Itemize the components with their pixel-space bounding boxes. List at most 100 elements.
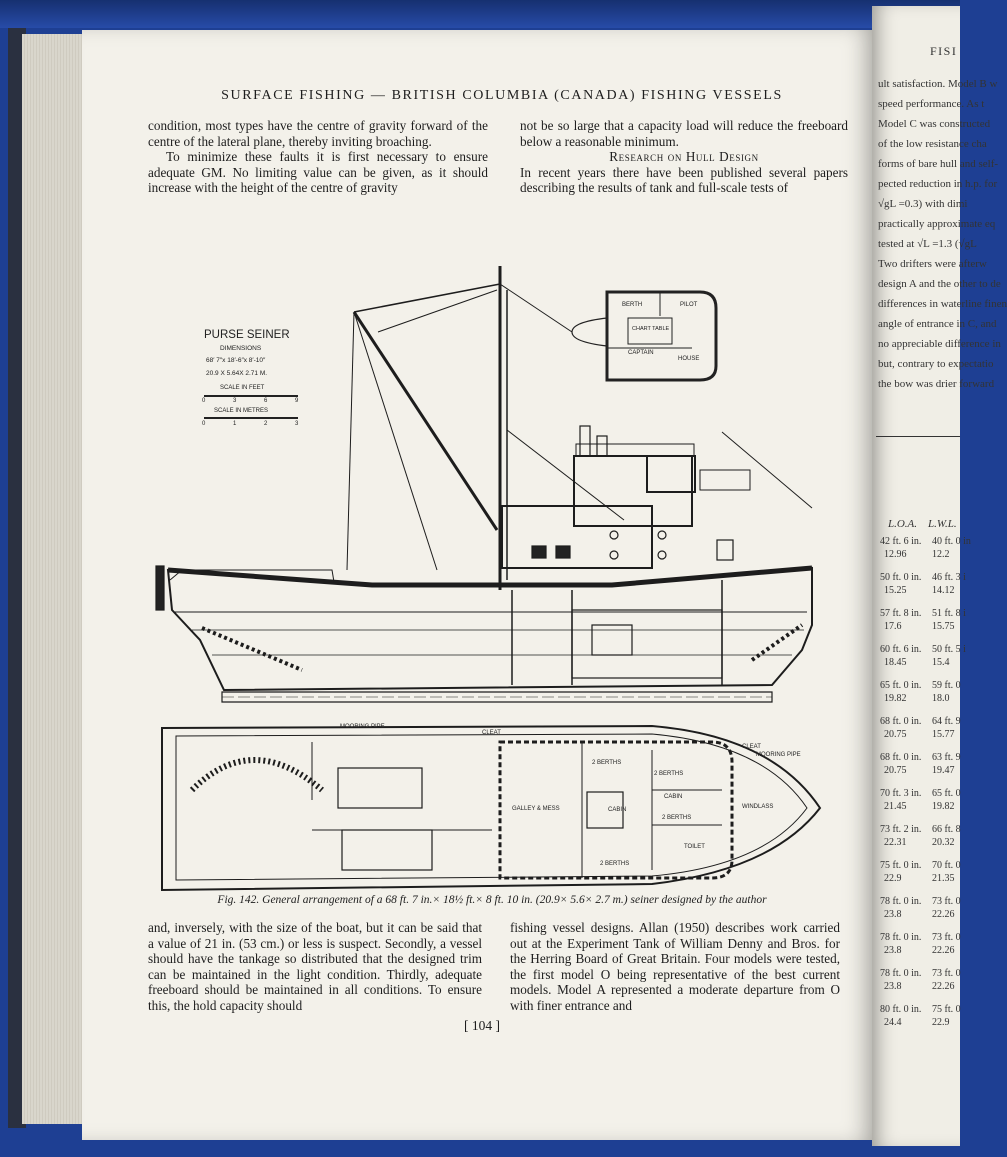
running-header: SURFACE FISHING — BRITISH COLUMBIA (CANA… [221, 88, 783, 103]
scale-tick: 6 [264, 398, 268, 404]
table-cell: 21.35 [932, 873, 955, 884]
page-number: [ 104 ] [464, 1018, 500, 1033]
table-cell: 73 ft. 2 in. [880, 824, 922, 835]
table-cell: 70 ft. 3 in. [880, 788, 922, 799]
wheelhouse-label: PILOT [680, 302, 698, 308]
plan-label: WINDLASS [742, 804, 773, 810]
scale-tick: 3 [233, 398, 237, 404]
facing-page-line: ult satisfaction. Model B w [878, 78, 998, 90]
text-column-left-bottom: and, inversely, with the size of the boa… [148, 920, 482, 1013]
plan-label: CLEAT [742, 744, 761, 750]
facing-page-line: forms of bare hull and self- [878, 158, 999, 170]
table-cell: 24.4 [884, 1017, 902, 1028]
table-cell: 12.2 [932, 549, 950, 560]
table-cell: 18.0 [932, 693, 950, 704]
table-cell: 63 ft. 9 [932, 752, 961, 763]
ship-deck-plan: MOORING PIPE CLEAT CLEAT MOORING PIPE 2 … [161, 724, 822, 892]
dimensions-label: DIMENSIONS [220, 345, 262, 352]
dimensions-feet: 68′ 7″x 18′-6″x 8′-10″ [206, 357, 266, 364]
facing-page-line: the bow was drier forward [878, 378, 995, 390]
table-cell: 46 ft. 3 i [932, 572, 966, 583]
plan-label: 2 BERTHS [662, 815, 691, 821]
table-cell: 19.82 [884, 693, 907, 704]
page-stack-edge [22, 34, 86, 1124]
table-cell: 23.8 [884, 981, 902, 992]
plan-label: CABIN [664, 794, 682, 800]
table-cell: 20.32 [932, 837, 955, 848]
wheelhouse-label: BERTH [622, 302, 642, 308]
table-cell: 73 ft. 0 [932, 932, 961, 943]
table-cell: 21.45 [884, 801, 907, 812]
table-cell: 23.8 [884, 909, 902, 920]
plan-label: TOILET [684, 844, 705, 850]
scale-metres-label: SCALE IN METRES [214, 408, 268, 414]
table-cell: 15.77 [932, 729, 955, 740]
plan-label: 2 BERTHS [600, 861, 629, 867]
plan-label: CABIN [608, 807, 626, 813]
table-cell: 68 ft. 0 in. [880, 716, 922, 727]
table-cell: 73 ft. 0 [932, 968, 961, 979]
facing-page-line: speed performance. As t [878, 98, 985, 110]
facing-page-line: practically approximate eq [878, 218, 996, 230]
paragraph: condition, most types have the centre of… [148, 118, 488, 149]
table-cell: 50 ft. 5 i [932, 644, 966, 655]
table-cell: 22.26 [932, 981, 955, 992]
scale-tick: 0 [202, 398, 206, 404]
table-cell: 78 ft. 0 in. [880, 932, 922, 943]
table-cell: 19.82 [932, 801, 955, 812]
table-cell: 66 ft. 8 [932, 824, 961, 835]
facing-page-header: FISI [930, 44, 958, 58]
book-spine [8, 28, 26, 1128]
scale-tick: 1 [233, 421, 237, 427]
table-cell: 19.47 [932, 765, 955, 776]
table-cell: 70 ft. 0 [932, 860, 961, 871]
table-cell: 42 ft. 6 in. [880, 536, 922, 547]
table-col-header: L.O.A. [888, 518, 918, 530]
paragraph: In recent years there have been publishe… [520, 164, 848, 196]
table-rule [876, 436, 960, 437]
text-column-right-top: not be so large that a capacity load wil… [520, 118, 848, 196]
book-page: SURFACE FISHING — BRITISH COLUMBIA (CANA… [82, 30, 872, 1140]
wheelhouse-plan: BERTH PILOT CHART TABLE CAPTAIN HOUSE [571, 290, 718, 382]
table-cell: 20.75 [884, 765, 907, 776]
table-cell: 20.75 [884, 729, 907, 740]
facing-page: FISI ult satisfaction. Model B w speed pe… [872, 6, 1007, 1146]
paragraph: not be so large that a capacity load wil… [520, 118, 848, 149]
plan-label: CLEAT [482, 730, 501, 736]
table-cell: 22.26 [932, 945, 955, 956]
wheelhouse-label: CAPTAIN [628, 350, 654, 356]
drawing-title: PURSE SEINER [204, 329, 290, 341]
wheelhouse-label: CHART TABLE [632, 326, 670, 332]
table-cell: 12.96 [884, 549, 907, 560]
plan-label: 2 BERTHS [654, 771, 683, 777]
facing-page-line: angle of entrance in C, and [878, 318, 997, 330]
facing-page-line: Model C was constructed [878, 118, 991, 130]
figure-caption: Fig. 142. General arrangement of a 68 ft… [217, 894, 767, 906]
plan-label: 2 BERTHS [592, 760, 621, 766]
table-cell: 75 ft. 0 [932, 1004, 961, 1015]
scale-feet-label: SCALE IN FEET [220, 385, 265, 391]
facing-page-line: but, contrary to expectatio [878, 358, 994, 370]
facing-page-line: pected reduction in h.p. for [878, 178, 998, 190]
table-cell: 65 ft. 0 in. [880, 680, 922, 691]
dimensions-metres: 20.9 X 5.64X 2.71 M. [206, 370, 267, 377]
facing-page-line: tested at √L =1.3 (√gL [878, 238, 977, 250]
table-cell: 15.25 [884, 585, 907, 596]
text-column-left-top: condition, most types have the centre of… [148, 118, 488, 196]
ship-drawing: PURSE SEINER DIMENSIONS 68′ 7″x 18′-6″x … [155, 266, 822, 892]
scale-tick: 3 [295, 421, 299, 427]
ship-elevation [155, 266, 813, 703]
table-cell: 22.9 [884, 873, 902, 884]
table-cell: 15.75 [932, 621, 955, 632]
table-cell: 23.8 [884, 945, 902, 956]
scale-tick: 2 [264, 421, 268, 427]
table-cell: 40 ft. 0 in [932, 536, 971, 547]
table-cell: 22.31 [884, 837, 907, 848]
table-cell: 18.45 [884, 657, 907, 668]
facing-page-line: Two drifters were afterw [878, 258, 987, 270]
table-cell: 22.26 [932, 909, 955, 920]
paragraph: To minimize these faults it is first nec… [148, 149, 488, 195]
drawing-legend: PURSE SEINER DIMENSIONS 68′ 7″x 18′-6″x … [202, 329, 299, 427]
facing-page-line: √gL =0.3) with dimi [878, 198, 968, 210]
table-cell: 65 ft. 0 [932, 788, 961, 799]
